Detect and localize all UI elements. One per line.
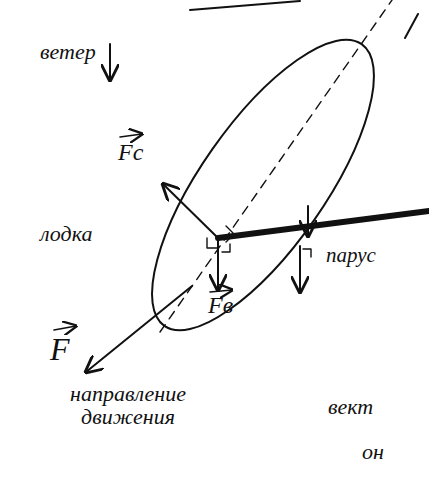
- force-label: Fc: [118, 140, 143, 165]
- vector-sign: [210, 290, 232, 292]
- right-angle-mark: [207, 238, 217, 248]
- force-label: Fв: [208, 293, 233, 318]
- stroke-line: [405, 14, 418, 38]
- wind-label: ветер: [40, 40, 96, 63]
- force-label: F: [50, 333, 70, 367]
- note-fragment: он: [362, 440, 384, 463]
- sail: [218, 211, 429, 238]
- right-angle-mark: [222, 244, 230, 252]
- vector-sign: [120, 134, 142, 137]
- part-label: парус: [326, 244, 376, 266]
- right-angle-mark: [303, 249, 311, 257]
- stroke-line: [190, 1, 300, 10]
- wind-arrow: [109, 44, 111, 80]
- force-arrow: [307, 206, 309, 236]
- force-arrow: [299, 246, 301, 292]
- direction-note: направление движения: [48, 382, 208, 428]
- part-label: лодка: [40, 222, 92, 245]
- boat-axis: [160, 0, 406, 332]
- vector-sign: [54, 326, 76, 330]
- right-angle-mark: [226, 226, 234, 242]
- note-fragment: вект: [328, 395, 373, 418]
- force-arrow: [86, 286, 192, 372]
- force-arrow: [163, 184, 218, 238]
